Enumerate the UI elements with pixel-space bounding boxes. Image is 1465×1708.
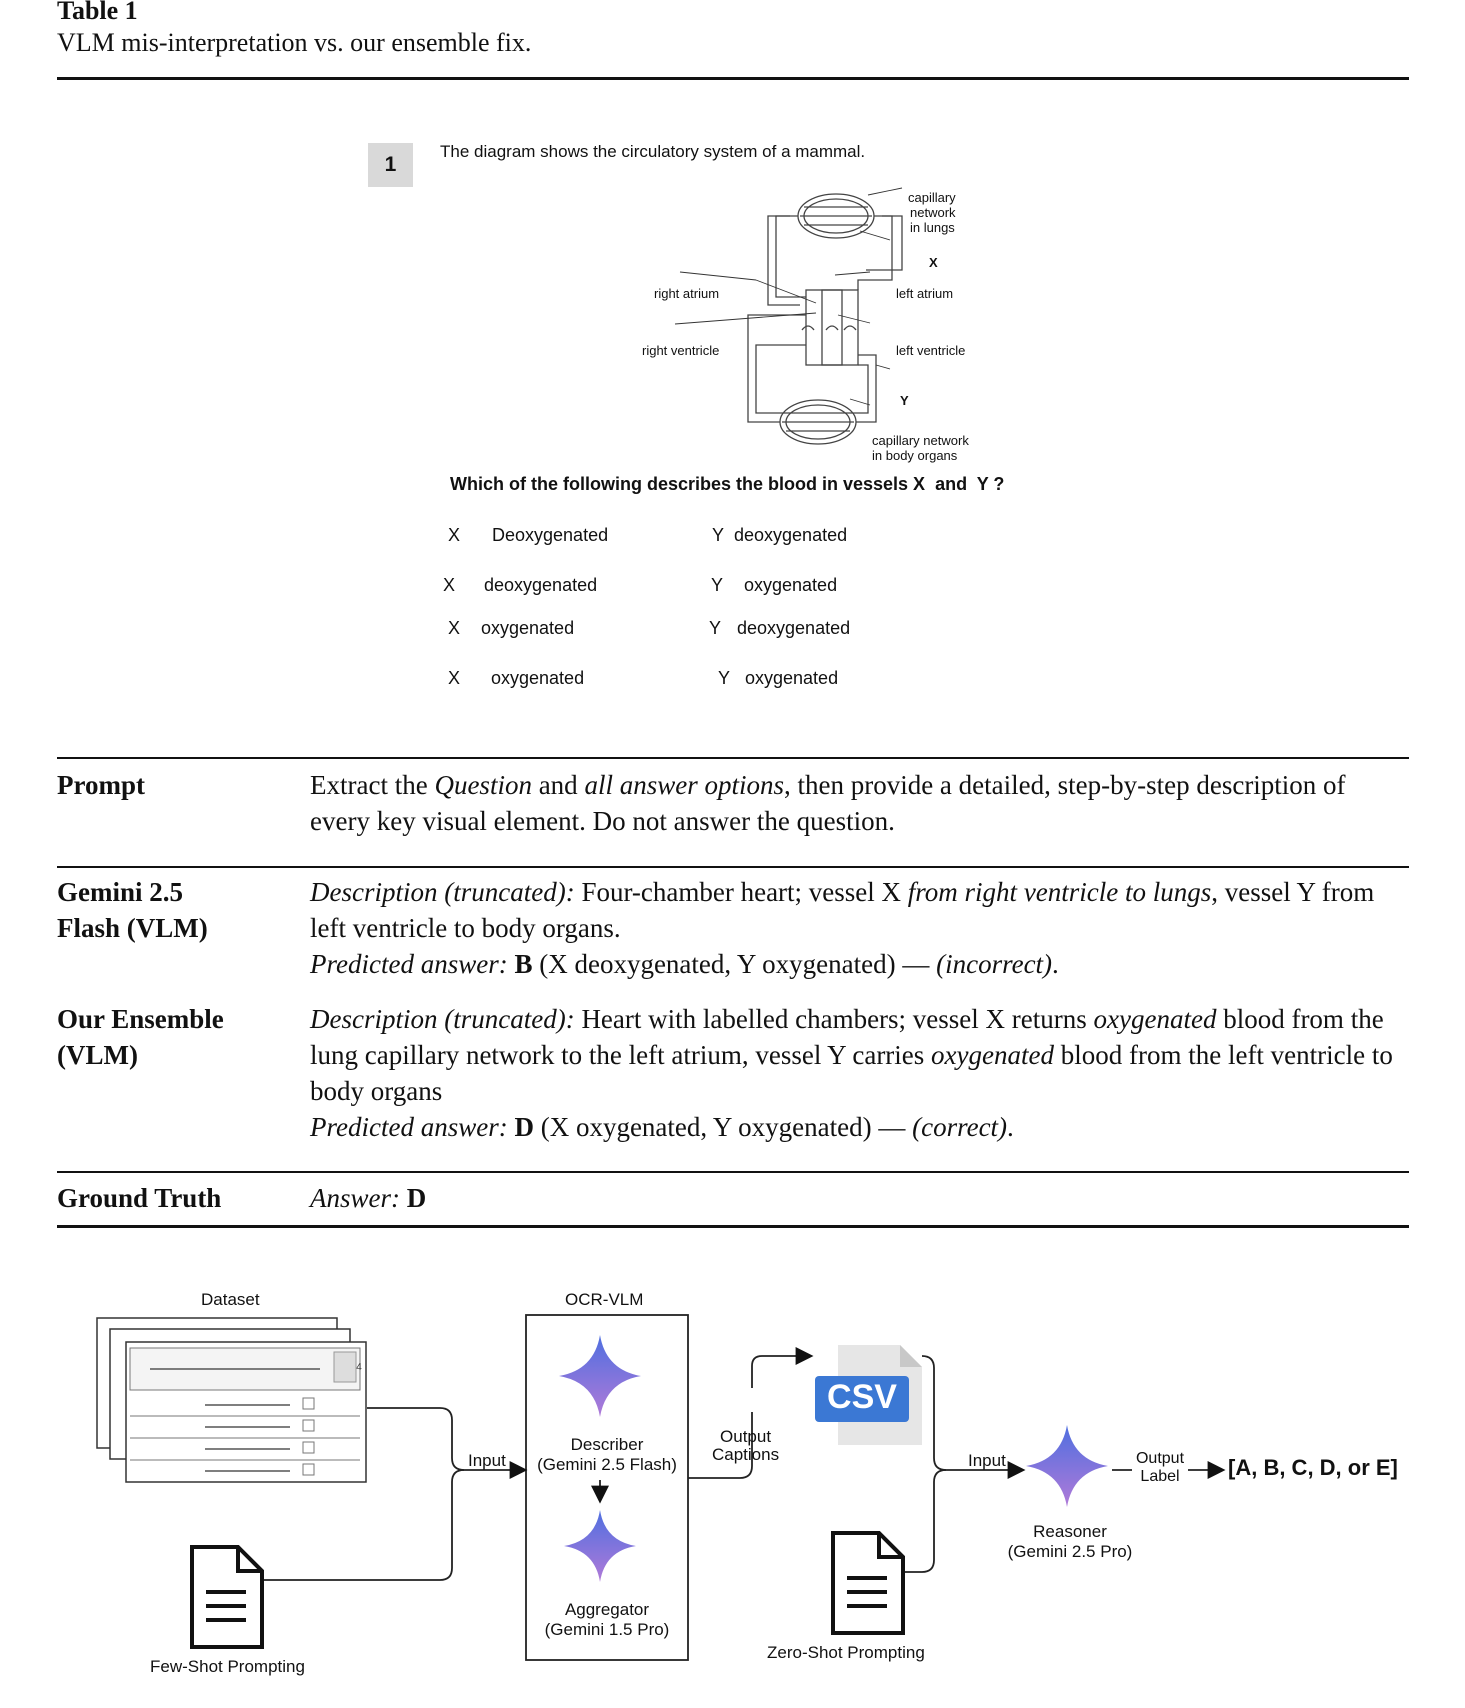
zero-shot-label: Zero-Shot Prompting	[767, 1643, 925, 1662]
question-number-box	[368, 143, 413, 187]
rule-gemini	[57, 866, 1409, 868]
option-4-y: Y	[718, 668, 731, 688]
pipeline-figure: CSV 4 Dataset OCR-VLM Describer(Gemini 2…	[0, 1240, 1465, 1708]
aggregator-label: Aggregator(Gemini 1.5 Pro)	[544, 1600, 670, 1639]
circulatory-diagram	[674, 187, 903, 445]
dataset-stack	[96, 1317, 367, 1483]
option-4-x: X	[448, 668, 461, 688]
label-vessel-x: X	[929, 255, 938, 270]
option-3-y: Y	[709, 618, 722, 638]
result-label: [A, B, C, D, or E]	[1228, 1455, 1398, 1480]
pipeline-connectors	[96, 1314, 1226, 1661]
describer-star	[559, 1335, 641, 1417]
question-stem: Which of the following describes the blo…	[450, 474, 1005, 494]
gemini-text: Description (truncated): Four-chamber he…	[310, 877, 1375, 979]
option-2-y-value: oxygenated	[744, 575, 838, 595]
option-2-x-value: deoxygenated	[484, 575, 598, 595]
option-3-y-value: deoxygenated	[737, 618, 851, 638]
option-1-x-value: Deoxygenated	[492, 525, 609, 545]
input-label-1: Input	[468, 1451, 506, 1470]
option-1-y: Y	[712, 525, 725, 545]
rule-prompt	[57, 757, 1409, 759]
label-capillary-body: capillary network in body organs	[872, 433, 969, 463]
few-shot-label: Few-Shot Prompting	[150, 1657, 305, 1676]
option-4-y-value: oxygenated	[745, 668, 839, 688]
question-number: 1	[384, 153, 397, 176]
input-label-2: Input	[968, 1451, 1006, 1470]
rule-ground-truth	[57, 1171, 1409, 1173]
label-left-ventricle: left ventricle	[896, 343, 966, 358]
label-vessel-y: Y	[900, 393, 909, 408]
describer-label: Describer(Gemini 2.5 Flash)	[537, 1435, 677, 1474]
sample-number: 4	[356, 1362, 362, 1373]
csv-label: CSV	[827, 1378, 897, 1416]
bottom-rule	[57, 1225, 1409, 1228]
option-3-x-value: oxygenated	[481, 618, 575, 638]
ground-truth-text: Answer: D	[310, 1183, 427, 1213]
option-1-y-value: deoxygenated	[734, 525, 848, 545]
reasoner-star	[1026, 1425, 1108, 1507]
prompt-text: Extract the Question and all answer opti…	[310, 770, 1346, 836]
table-label: Table 1	[57, 0, 138, 25]
label-right-atrium: right atrium	[654, 286, 720, 301]
ensemble-label: Our Ensemble(VLM)	[57, 1004, 224, 1070]
ocr-vlm-label: OCR-VLM	[565, 1290, 644, 1309]
option-3-x: X	[448, 618, 461, 638]
label-capillary-lungs: capillary network in lungs	[908, 190, 956, 235]
aggregator-star	[564, 1510, 636, 1582]
dataset-label: Dataset	[201, 1290, 260, 1309]
prompt-label: Prompt	[57, 770, 145, 800]
few-shot-document	[190, 1545, 264, 1649]
option-1-x: X	[448, 525, 461, 545]
csv-icon	[815, 1345, 922, 1445]
label-right-ventricle: right ventricle	[642, 343, 720, 358]
table-caption: VLM mis-interpretation vs. our ensemble …	[57, 28, 532, 57]
ocr-vlm-box	[525, 1314, 689, 1661]
reasoner-label: Reasoner(Gemini 2.5 Pro)	[1007, 1522, 1133, 1561]
ensemble-text: Description (truncated): Heart with labe…	[310, 1004, 1393, 1142]
option-2-y: Y	[711, 575, 724, 595]
question-figure: 1 The diagram shows the circulatory syst…	[0, 0, 1465, 720]
top-rule	[57, 77, 1409, 80]
question-intro: The diagram shows the circulatory system…	[440, 142, 866, 161]
ground-truth-label: Ground Truth	[57, 1183, 222, 1213]
zero-shot-document	[831, 1531, 905, 1635]
option-4-x-value: oxygenated	[491, 668, 585, 688]
label-left-atrium: left atrium	[896, 286, 954, 301]
option-2-x: X	[443, 575, 456, 595]
